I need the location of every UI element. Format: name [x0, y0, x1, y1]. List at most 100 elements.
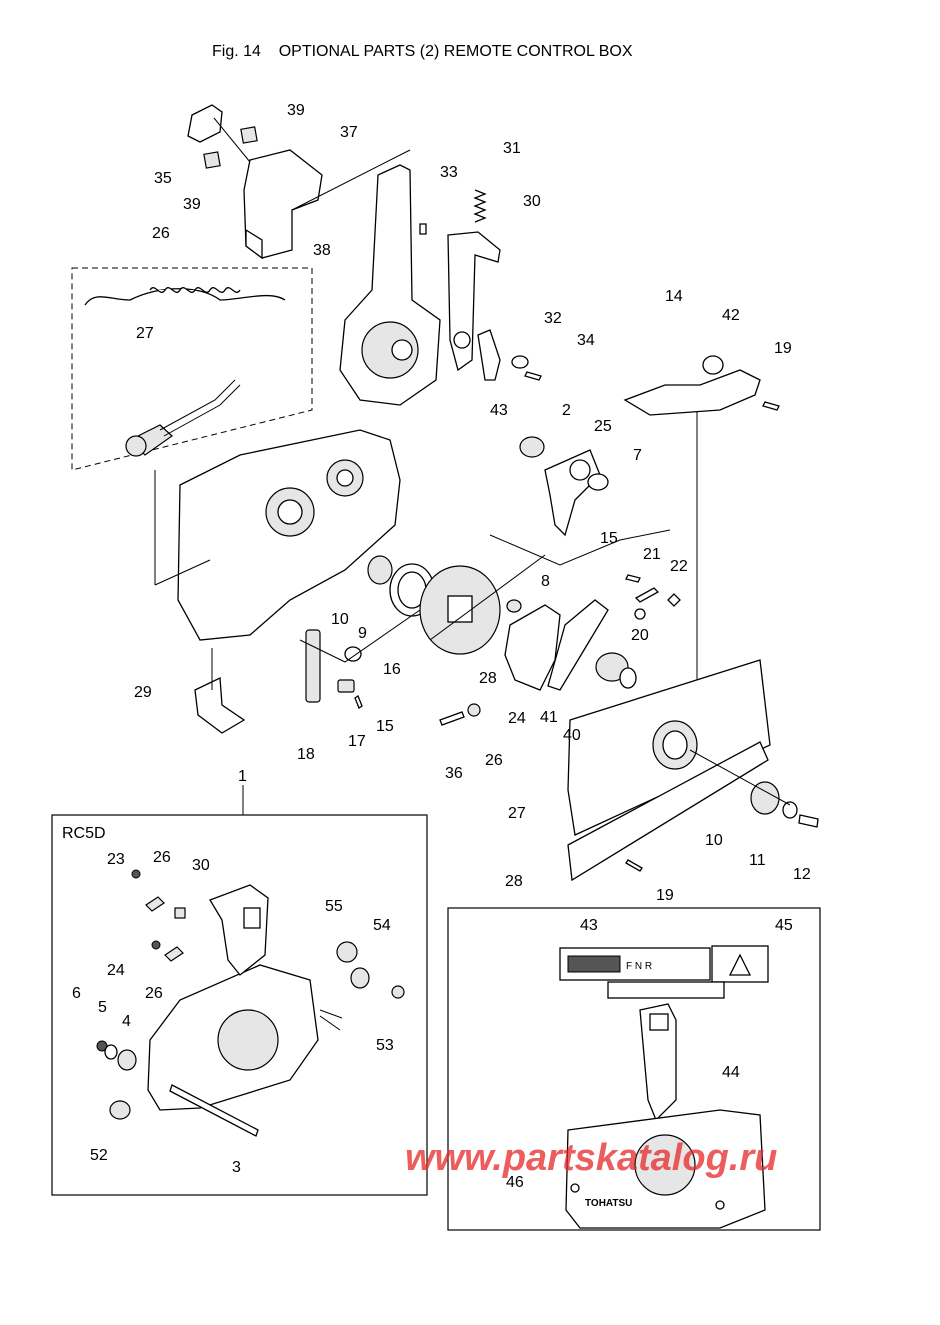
- callout-47: 43: [490, 402, 508, 419]
- part-4-spacer: [117, 1049, 137, 1071]
- part-26-clip-a: [145, 896, 165, 912]
- callout-29: 26: [485, 752, 503, 769]
- part-49-handle: [639, 1003, 677, 1122]
- part-24-nut-a: [131, 869, 141, 879]
- part-41-grip: [245, 228, 263, 260]
- gear-parts: [344, 436, 671, 691]
- callout-42: 38: [313, 242, 331, 259]
- callout-32: 26: [152, 225, 170, 242]
- callout-10: 10: [705, 832, 723, 849]
- rc5d-frame: [51, 814, 428, 1196]
- part-32-boundary: [71, 267, 313, 471]
- part-35-plate: [567, 741, 769, 882]
- lever-assembly: [339, 164, 542, 406]
- part-41-cover: [243, 149, 323, 259]
- callout-26: 26: [145, 985, 163, 1002]
- callout-53: 53: [376, 1037, 394, 1054]
- part-31-clip: [174, 907, 186, 919]
- part-29-nut: [467, 703, 481, 717]
- figure-title: Fig. 14 OPTIONAL PARTS (2) REMOTE CONTRO…: [212, 43, 633, 60]
- callouts: 39 37 35 39 33 31 30 26 38 14 42 32 27 3…: [72, 102, 811, 1191]
- callout-52: 52: [90, 1147, 108, 1164]
- callout-44: 40: [563, 727, 581, 744]
- part-19-screw: [762, 401, 780, 411]
- callout-33: 27: [136, 325, 154, 342]
- callout-34: 27: [508, 805, 526, 822]
- callout-28: 29: [134, 684, 152, 701]
- callout-10: 10: [331, 611, 349, 628]
- part-42-hub: [361, 321, 419, 379]
- callout-37: 31: [503, 140, 521, 157]
- part-15-screw-right: [625, 574, 641, 583]
- callout-36: 30: [523, 193, 541, 210]
- part-52-cap: [109, 1100, 131, 1120]
- callout-39: 33: [440, 164, 458, 181]
- right-parts: [547, 574, 681, 691]
- callout-48: 43: [580, 917, 598, 934]
- cover-parts-group: [187, 104, 411, 260]
- callout-55: 55: [325, 898, 343, 915]
- callout-5: 5: [98, 999, 107, 1016]
- part-23-plate: [504, 604, 561, 691]
- callout-4: 4: [122, 1013, 131, 1030]
- callout-14: 14: [665, 288, 683, 305]
- part-3-bolt: [169, 1084, 259, 1137]
- callout-40: 35: [154, 170, 172, 187]
- callout-30: 36: [445, 765, 463, 782]
- part-53-nut: [391, 985, 405, 999]
- part-2-bushing: [519, 436, 545, 458]
- callout-41: 37: [340, 124, 358, 141]
- part-39-screw-top: [419, 223, 427, 235]
- callout-19: 19: [774, 340, 792, 357]
- part-22-spring: [667, 593, 681, 607]
- part-8-collar: [506, 599, 522, 613]
- callout-22: 22: [670, 558, 688, 575]
- part-11-washer: [782, 801, 798, 819]
- callout-26: 26: [153, 849, 171, 866]
- shift-indicator-text: F N R: [626, 961, 652, 972]
- main-housing: [154, 429, 401, 641]
- callout-25: 25: [594, 418, 612, 435]
- callout-16: 17: [348, 733, 366, 750]
- part-32-lanyard-kit: [71, 267, 313, 471]
- part-54-grommet: [350, 967, 370, 989]
- part-7-washer: [587, 473, 609, 491]
- callout-49: 44: [722, 1064, 740, 1081]
- callout-11: 11: [749, 852, 766, 869]
- part-10-seal-left: [367, 555, 393, 585]
- part-33-lanyard: [84, 288, 286, 306]
- callout-38: 32: [544, 310, 562, 327]
- part-21-pin: [634, 587, 660, 603]
- part-10-seal-right: [750, 781, 780, 815]
- callout-6: 6: [72, 985, 81, 1002]
- part-5-washer: [104, 1044, 118, 1060]
- rc5d-label: RC5D: [62, 825, 106, 842]
- part-13-roller: [344, 646, 362, 662]
- lower-left-parts: [194, 609, 481, 734]
- rc5d-inset: RC5D: [51, 785, 428, 1196]
- callout-50: 45: [775, 917, 793, 934]
- callout-24: 23: [107, 851, 125, 868]
- handle-detail-inset: F N R TOHATSU: [447, 907, 821, 1231]
- watermark: www.partskatalog.ru: [405, 1137, 777, 1179]
- callout-8: 8: [541, 573, 550, 590]
- callout-15: 15: [376, 718, 394, 735]
- callout-21: 21: [643, 546, 661, 563]
- part-37-spring: [473, 189, 487, 223]
- callout-18: 18: [297, 746, 315, 763]
- callout-45: 41: [540, 709, 558, 726]
- handle-detail-frame: [447, 907, 821, 1231]
- callout-35: 28: [505, 873, 523, 890]
- part-15-screw-left: [354, 695, 363, 709]
- lever-arm-group: [623, 355, 780, 720]
- part-47-plate: [477, 329, 501, 381]
- callout-23: 24: [508, 710, 526, 727]
- part-18-rail: [305, 629, 321, 703]
- callout-17: 19: [656, 887, 674, 904]
- part-33-coil: [149, 287, 241, 293]
- callout-43: 39: [183, 196, 201, 213]
- callout-12: 12: [793, 866, 811, 883]
- part-38-washer: [511, 355, 529, 369]
- part-55-cap: [336, 941, 358, 963]
